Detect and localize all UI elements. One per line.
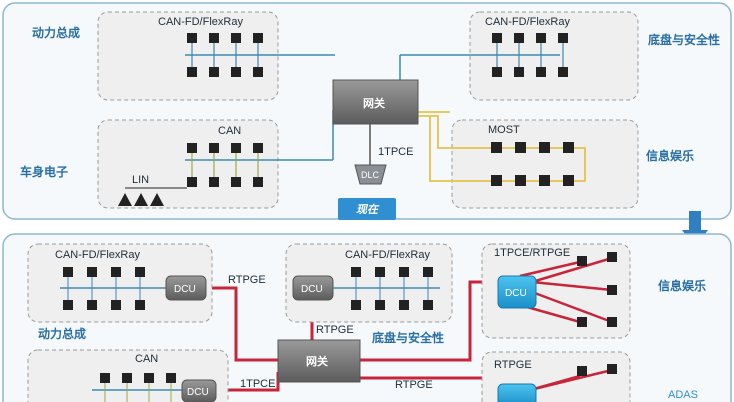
- bottom-infotainment-dcu: [497, 275, 537, 309]
- ecu-node: [577, 366, 587, 376]
- bottom-powertrain-dcu-label: DCU: [174, 284, 196, 295]
- bottom-adas-domain-label: ADAS: [668, 389, 698, 401]
- top-gateway-label: 网关: [363, 96, 385, 110]
- bottom-infotainment-domain-label: 信息娱乐: [658, 278, 706, 293]
- top-chassis-bus-label: CAN-FD/FlexRay: [485, 16, 570, 28]
- bottom-powertrain-bus: [60, 267, 168, 310]
- bottom-body-link-label: 1TPCE: [240, 378, 275, 390]
- top-body-can-label: CAN: [218, 125, 241, 137]
- ecu-node: [577, 317, 587, 327]
- ecu-node: [577, 256, 587, 266]
- bottom-infotainment-bus-label: 1TPCE/RTPGE: [494, 247, 570, 259]
- top-most-label: MOST: [488, 124, 520, 136]
- ecu-node: [607, 252, 617, 262]
- bottom-powertrain-dcu: [165, 275, 207, 301]
- top-diag-link-label: 1TPCE: [378, 146, 413, 158]
- top-infotainment-cluster: [451, 119, 639, 209]
- bottom-gateway-box: [277, 339, 361, 383]
- status-tag: [338, 198, 396, 220]
- bottom-chassis-cluster: [285, 243, 453, 323]
- bottom-adas-dcu: [497, 383, 537, 402]
- top-powertrain-bus: [185, 33, 335, 77]
- bottom-infotainment-dcu-label: DCU: [505, 288, 527, 299]
- ecu-node: [607, 364, 617, 374]
- bottom-chassis-bus-label: CAN-FD/FlexRay: [345, 249, 430, 261]
- bottom-adas-link-label: RTPGE: [395, 379, 433, 391]
- bottom-powertrain-link-label: RTPGE: [228, 274, 266, 286]
- top-infotainment-domain-label: 信息娱乐: [646, 148, 694, 163]
- top-body-domain-label: 车身电子: [20, 164, 68, 179]
- bottom-adas-links: [529, 368, 613, 392]
- bottom-chassis-domain-label: 底盘与安全性: [372, 330, 444, 345]
- bottom-powertrain-domain-label: 动力总成: [38, 326, 86, 341]
- status-tag-label: 现在: [356, 203, 380, 216]
- bottom-chassis-dcu-label: DCU: [301, 284, 323, 295]
- top-chassis-cluster: [469, 11, 639, 101]
- bottom-adas-bus-label: RTPGE: [494, 359, 532, 371]
- bottom-powertrain-cluster: [27, 243, 213, 323]
- bottom-gateway-label: 网关: [306, 354, 328, 368]
- top-gateway-box: [332, 79, 419, 125]
- bottom-body-bus: [92, 373, 186, 402]
- bottom-body-dcu: [181, 379, 217, 402]
- bottom-powertrain-bus-label: CAN-FD/FlexRay: [55, 249, 140, 261]
- bottom-body-dcu-label: DCU: [187, 387, 209, 398]
- dlc-connector: [354, 164, 387, 185]
- bottom-chassis-link-label: RTPGE: [316, 324, 354, 336]
- bottom-body-can-label: CAN: [135, 353, 158, 365]
- top-body-lin-label: LIN: [132, 174, 149, 186]
- top-most-ring: [418, 111, 586, 186]
- top-chassis-bus: [399, 33, 568, 80]
- bottom-infotainment-links: [519, 256, 613, 324]
- dlc-label: DLC: [361, 170, 380, 180]
- ecu-node: [607, 285, 617, 295]
- bottom-chassis-bus: [333, 267, 440, 310]
- ecu-node: [607, 317, 617, 327]
- top-powertrain-domain-label: 动力总成: [32, 25, 80, 40]
- top-body-bus: [118, 110, 334, 206]
- top-chassis-domain-label: 底盘与安全性: [648, 32, 720, 47]
- top-powertrain-bus-label: CAN-FD/FlexRay: [158, 16, 243, 28]
